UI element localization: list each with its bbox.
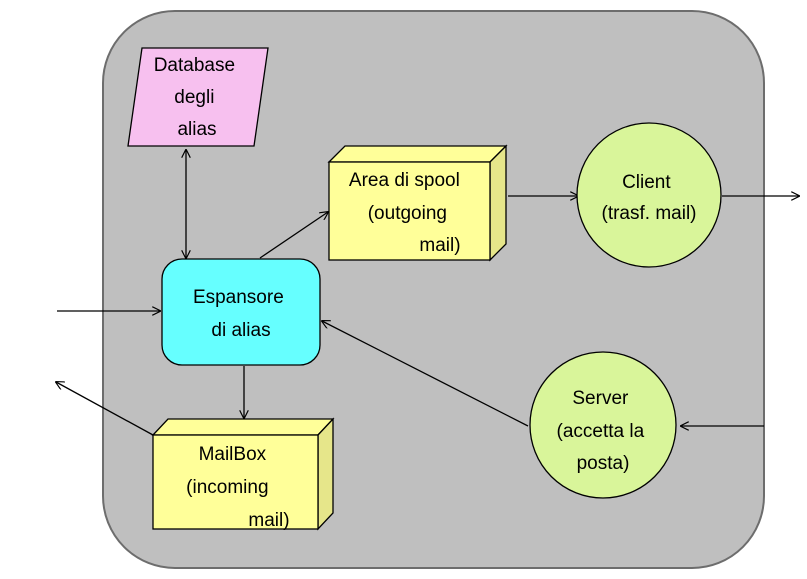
client-node: Client (trasf. mail) xyxy=(576,122,722,268)
database-node: Database degli alias xyxy=(127,47,269,147)
arrow-expander-spool xyxy=(259,212,328,259)
client-label: Client (trasf. mail) xyxy=(602,172,697,224)
spool-label: Area di spool (outgoing mail) xyxy=(349,170,465,256)
arrow-server-expander xyxy=(322,321,529,427)
mailbox-node: MailBox (incoming mail) xyxy=(151,417,335,531)
spool-node: Area di spool (outgoing mail) xyxy=(327,144,508,262)
connectors xyxy=(56,150,799,436)
server-label: Server (accetta la posta) xyxy=(557,388,650,474)
expander-label: Espansore di alias xyxy=(193,287,289,341)
arrow-mailbox-out xyxy=(56,382,154,436)
server-node: Server (accetta la posta) xyxy=(529,351,677,499)
mailbox-label: MailBox (incoming mail) xyxy=(186,444,289,531)
expander-node: Espansore di alias xyxy=(161,258,321,366)
database-label: Database degli alias xyxy=(154,55,241,140)
